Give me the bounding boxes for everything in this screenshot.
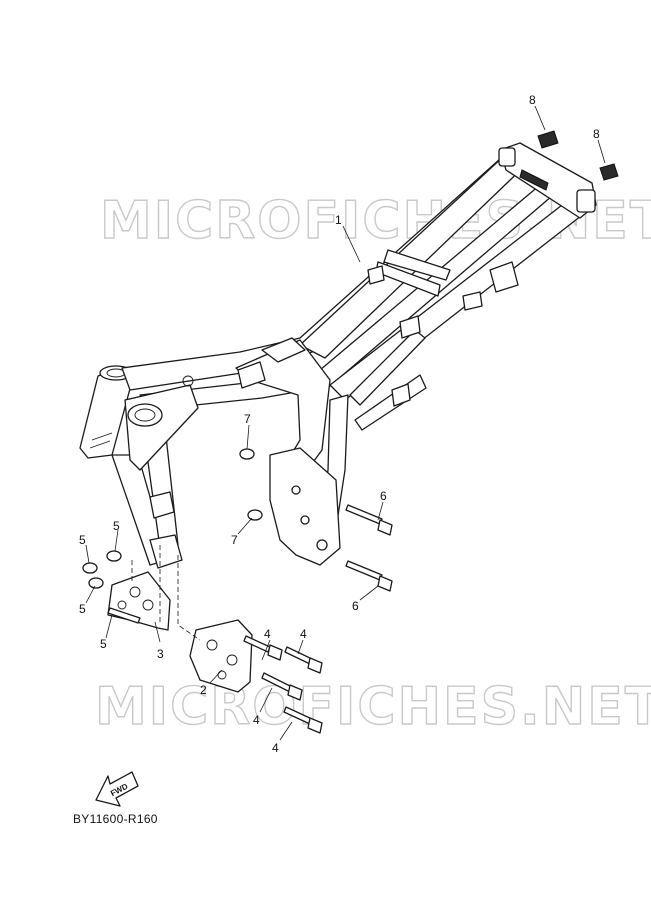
nuts-5 bbox=[82, 550, 141, 624]
leader-lines bbox=[85, 105, 606, 741]
callout-5c: 5 bbox=[79, 602, 86, 616]
frame-assembly bbox=[79, 142, 597, 569]
callout-1: 1 bbox=[335, 213, 342, 227]
bolts-4 bbox=[243, 635, 323, 734]
callout-7b: 7 bbox=[231, 533, 238, 547]
dampers-8 bbox=[537, 130, 619, 181]
fwd-arrow-icon: FWD bbox=[95, 771, 139, 807]
callout-4c: 4 bbox=[253, 713, 260, 727]
callout-4a: 4 bbox=[264, 627, 271, 641]
engine-bracket-2 bbox=[189, 619, 253, 693]
callout-5d: 5 bbox=[100, 637, 107, 651]
callout-7a: 7 bbox=[244, 412, 251, 426]
bolts-6 bbox=[345, 504, 393, 592]
callout-labels: 1 2 3 4 4 4 4 5 5 5 5 6 6 7 7 8 8 bbox=[79, 93, 600, 755]
callout-6b: 6 bbox=[352, 599, 359, 613]
callout-8a: 8 bbox=[529, 93, 536, 107]
callout-8b: 8 bbox=[593, 127, 600, 141]
callout-3: 3 bbox=[157, 647, 164, 661]
callout-5a: 5 bbox=[113, 519, 120, 533]
callout-6a: 6 bbox=[380, 489, 387, 503]
callout-4b: 4 bbox=[300, 627, 307, 641]
callout-4d: 4 bbox=[272, 741, 279, 755]
diagram-code: BY11600-R160 bbox=[73, 812, 158, 826]
assembly-lines bbox=[131, 545, 201, 641]
callout-5b: 5 bbox=[79, 533, 86, 547]
watermark-bottom: MICROFICHES.NET bbox=[95, 677, 651, 737]
callout-2: 2 bbox=[200, 683, 207, 697]
nuts-7 bbox=[239, 448, 263, 521]
